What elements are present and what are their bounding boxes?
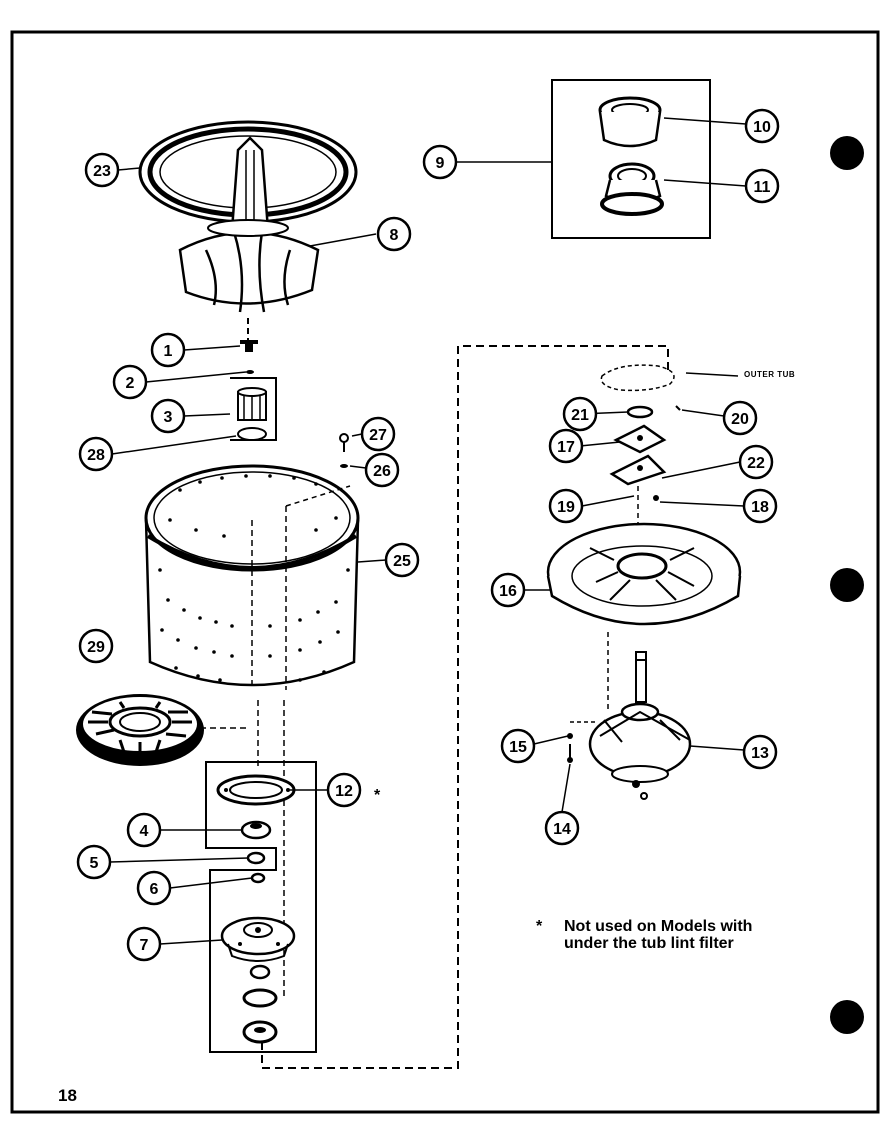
svg-text:5: 5 (90, 855, 99, 872)
callout-8: 8 (376, 216, 412, 252)
binder-hole-bottom (830, 1000, 864, 1034)
callout-20: 20 (722, 400, 758, 436)
callout-17: 17 (548, 428, 584, 464)
svg-text:10: 10 (753, 119, 771, 136)
callout-14: 14 (544, 810, 580, 846)
footnote-line-1: Not used on Models with (564, 918, 753, 935)
callout-10: 10 (744, 108, 780, 144)
callout-18: 18 (742, 488, 778, 524)
callout-28: 28 (78, 436, 114, 472)
svg-text:29: 29 (87, 639, 105, 656)
agitator-assembly (138, 120, 358, 313)
svg-text:6: 6 (150, 881, 159, 898)
callout-1: 1 (150, 332, 186, 368)
binder-hole-middle (830, 568, 864, 602)
spin-basket-part-25 (144, 464, 360, 690)
filter-wheel-part-29 (76, 694, 204, 766)
callout-21: 21 (562, 396, 598, 432)
callout-15: 15 (500, 728, 536, 764)
callout-7: 7 (126, 926, 162, 962)
callout-25: 25 (384, 542, 420, 578)
callout-2: 2 (112, 364, 148, 400)
tub-base-part-16 (546, 522, 742, 626)
asterisk-12: * (374, 787, 381, 804)
svg-text:2: 2 (126, 375, 135, 392)
svg-text:27: 27 (369, 427, 387, 444)
gearcase-part-13 (588, 651, 692, 800)
screw-part-27 (339, 433, 349, 452)
leader-lines (109, 117, 747, 945)
svg-text:15: 15 (509, 739, 527, 756)
svg-text:1: 1 (164, 343, 173, 360)
callout-16: 16 (490, 572, 526, 608)
clip-part-15 (567, 733, 573, 739)
washer-part-21 (626, 405, 654, 419)
callout-26: 26 (364, 452, 400, 488)
outer-tub-outline (600, 364, 739, 392)
svg-text:16: 16 (499, 583, 517, 600)
seal-part-5 (246, 851, 266, 865)
svg-text:14: 14 (553, 821, 571, 838)
svg-text:26: 26 (373, 463, 391, 480)
svg-text:23: 23 (93, 163, 111, 180)
footnote: * Not used on Models with under the tub … (536, 918, 800, 952)
page-number: 18 (58, 1086, 77, 1105)
svg-text:21: 21 (571, 407, 589, 424)
footnote-line-2: under the tub lint filter (564, 935, 734, 952)
svg-text:19: 19 (557, 499, 575, 516)
svg-text:25: 25 (393, 553, 411, 570)
footnote-marker: * (536, 918, 543, 935)
bolt-part-1 (240, 340, 258, 352)
page-border (10, 30, 880, 1114)
bearing-lower (242, 1020, 278, 1044)
callout-11: 11 (744, 168, 780, 204)
callout-12: 12 (326, 772, 362, 808)
svg-text:22: 22 (747, 455, 765, 472)
outer-tub-label: OUTER TUB (744, 370, 796, 379)
svg-text:12: 12 (335, 783, 353, 800)
binder-hole-top (830, 136, 864, 170)
callout-23: 23 (84, 152, 120, 188)
callout-3: 3 (150, 398, 186, 434)
svg-text:20: 20 (731, 411, 749, 428)
seal-kit-box-part-9 (551, 79, 711, 239)
svg-text:11: 11 (754, 179, 771, 196)
svg-text:28: 28 (87, 447, 105, 464)
svg-text:7: 7 (140, 937, 149, 954)
washer-part-26 (340, 464, 348, 468)
svg-text:18: 18 (751, 499, 769, 516)
svg-text:13: 13 (751, 745, 769, 762)
drive-bell-part-3 (230, 377, 277, 441)
bearing-part-4 (240, 820, 272, 840)
svg-text:9: 9 (436, 155, 445, 172)
part-12-bracket (205, 761, 317, 1053)
callout-4: 4 (126, 812, 162, 848)
seal-small (249, 964, 271, 980)
callouts: 23 8 9 10 11 1 2 3 28 27 26 25 29 12 * 4… (76, 108, 780, 962)
hub-part-7 (220, 916, 296, 962)
bracket-part-17 (613, 424, 667, 454)
callout-27: 27 (360, 416, 396, 452)
o-ring (242, 988, 278, 1008)
washer-part-2 (246, 370, 254, 374)
svg-text:8: 8 (390, 227, 399, 244)
bracket-part-22 (609, 454, 667, 486)
callout-19: 19 (548, 488, 584, 524)
screw-part-14 (567, 744, 573, 763)
callout-9: 9 (422, 144, 458, 180)
svg-text:17: 17 (557, 439, 575, 456)
screw-part-18 (653, 495, 659, 501)
callout-6: 6 (136, 870, 172, 906)
callout-5: 5 (76, 844, 112, 880)
callout-22: 22 (738, 444, 774, 480)
svg-text:4: 4 (140, 823, 149, 840)
clip-part-20 (675, 405, 681, 411)
svg-text:3: 3 (164, 409, 173, 426)
callout-13: 13 (742, 734, 778, 770)
callout-29: 29 (78, 628, 114, 664)
ring-part-6 (250, 872, 266, 884)
